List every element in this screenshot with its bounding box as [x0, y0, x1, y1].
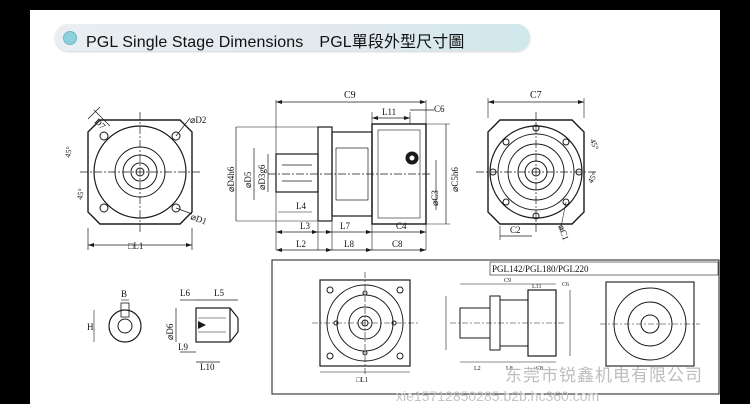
key-views: B H L6 L5 ⌀D6 L9 L10 [87, 288, 239, 372]
label-l8: L8 [344, 239, 354, 249]
side-view: C9 L11 C6 ⌀D4h6 ⌀D5 ⌀D3g6 ⌀C5h6 ⌀C3 L4 L… [226, 90, 460, 252]
svg-text:C8: C8 [536, 366, 543, 372]
label-l4: L4 [296, 201, 306, 211]
watermark-company: 东莞市锐鑫机电有限公司 [505, 366, 703, 385]
label-c8: C8 [392, 239, 403, 249]
label-c4: C4 [396, 221, 407, 231]
label-rear-45-upper: 45° [588, 138, 600, 152]
label-d4: ⌀D4h6 [226, 166, 236, 192]
label-c5: ⌀C5h6 [450, 167, 460, 192]
label-key-l5: L5 [214, 288, 224, 298]
inset-title: PGL142/PGL180/PGL220 [492, 264, 589, 274]
label-c2: C2 [510, 225, 521, 235]
svg-text:L11: L11 [532, 284, 541, 290]
label-l3: L3 [300, 221, 310, 231]
label-l2: L2 [296, 239, 306, 249]
label-l7: L7 [340, 221, 350, 231]
svg-text:□L1: □L1 [356, 376, 369, 384]
dimension-drawing: D7 ⌀D2 ⌀D1 45° 45° □L1 [63, 90, 720, 395]
label-d3: ⌀D3g6 [257, 164, 267, 190]
front-view: D7 ⌀D2 ⌀D1 45° 45° □L1 [63, 106, 208, 251]
label-key-l6: L6 [180, 288, 190, 298]
label-c3: ⌀C3 [430, 190, 440, 206]
svg-text:C9: C9 [504, 278, 511, 284]
banner-title: PGL Single Stage Dimensions PGL單段外型尺寸圖 [86, 34, 465, 51]
label-key-l10: L10 [200, 362, 215, 372]
label-d7: D7 [93, 116, 108, 131]
label-key-h: H [87, 322, 94, 332]
svg-text:C6: C6 [562, 282, 569, 288]
label-45-upper: 45° [63, 146, 74, 159]
watermark-url: xie15712850285.b2b.hc360.com [396, 388, 600, 404]
label-l1: □L1 [128, 241, 143, 251]
svg-text:L8: L8 [506, 366, 513, 372]
label-key-l9: L9 [178, 342, 188, 352]
section-banner: PGL Single Stage Dimensions PGL單段外型尺寸圖 [55, 24, 530, 51]
drawing-sheet: PGL Single Stage Dimensions PGL單段外型尺寸圖 [30, 10, 720, 404]
label-c9: C9 [344, 90, 356, 101]
label-key-b: B [121, 289, 127, 299]
label-d5: ⌀D5 [243, 171, 253, 188]
svg-text:L2: L2 [474, 366, 481, 372]
label-45-lower: 45° [75, 188, 86, 201]
label-d2: ⌀D2 [190, 115, 206, 125]
label-d1: ⌀D1 [189, 211, 208, 226]
label-c7: C7 [530, 90, 542, 101]
label-l11: L11 [382, 107, 396, 117]
label-c1: ⌀C1 [556, 223, 571, 241]
inset-drawing: PGL142/PGL180/PGL220 □L1 [271, 259, 720, 395]
label-rear-45-lower: 45° [586, 171, 599, 185]
label-key-d6: ⌀D6 [165, 323, 175, 340]
rear-view: C7 45° 45° C2 ⌀C1 [476, 90, 600, 242]
bullet-icon [63, 31, 77, 45]
label-c6: C6 [434, 104, 445, 114]
